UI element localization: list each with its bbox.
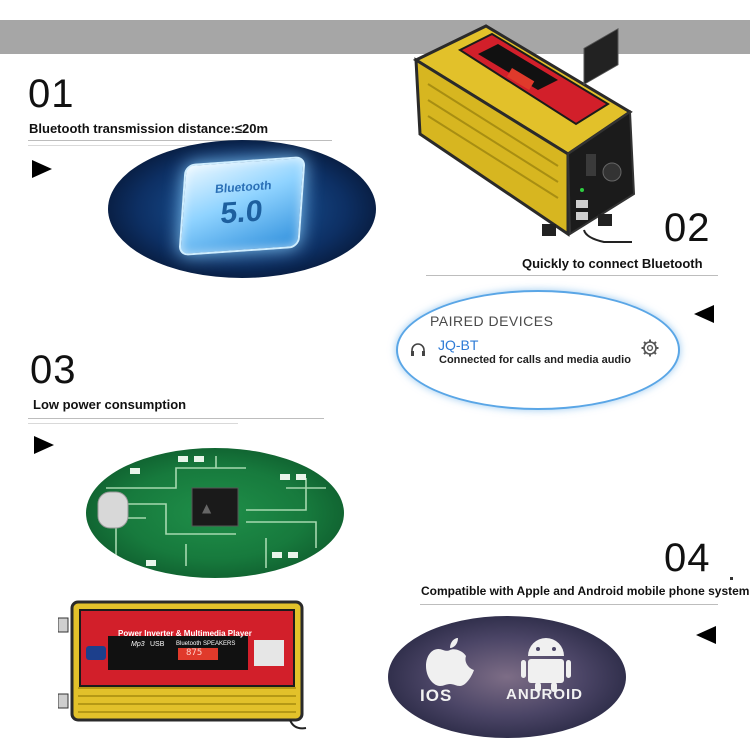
divider <box>426 275 718 276</box>
section-caption-01: Bluetooth transmission distance:≤20m <box>29 121 269 136</box>
section-caption-04: Compatible with Apple and Android mobile… <box>421 584 750 598</box>
arrow-left-icon <box>696 626 716 644</box>
divider <box>28 423 238 424</box>
inverter-product-image-top <box>408 24 638 264</box>
apple-android-logos <box>426 638 571 692</box>
arrow-right-icon <box>34 436 54 454</box>
android-label: ANDROID <box>506 686 583 703</box>
section-number-01: 01 <box>28 72 75 116</box>
section-number-03: 03 <box>30 348 77 392</box>
divider <box>28 418 324 419</box>
divider <box>28 140 332 141</box>
top-gray-band <box>0 20 750 54</box>
paired-devices-title: PAIRED DEVICES <box>430 313 554 329</box>
section-caption-02: Quickly to connect Bluetooth <box>522 256 703 271</box>
section-caption-03: Low power consumption <box>33 397 187 412</box>
device-usb-label: USB <box>150 641 165 648</box>
section-number-02: 02 <box>664 206 711 250</box>
speck <box>730 577 733 580</box>
paired-device-status: Connected for calls and media audio <box>439 354 631 366</box>
section-number-04: 04 <box>664 536 711 580</box>
device-front-title: Power Inverter & Multimedia Player <box>118 629 252 638</box>
device-bt-speakers-label: Bluetooth SPEAKERS <box>176 641 236 647</box>
bluetooth-chip-image: Bluetooth 5.0 <box>108 140 376 278</box>
svg-text:▲: ▲ <box>202 501 212 515</box>
paired-devices-panel <box>396 290 680 410</box>
bluetooth-version: 5.0 <box>219 194 264 231</box>
arrow-left-icon <box>694 305 714 323</box>
inverter-product-image-bottom: Power Inverter & Multimedia Player Mp3 U… <box>57 596 308 736</box>
ios-label: IOS <box>420 686 453 705</box>
circuit-board-image: ▲ <box>86 448 344 578</box>
divider <box>28 145 268 146</box>
mobile-os-image: IOS ANDROID <box>388 616 626 738</box>
bluetooth-chip: Bluetooth 5.0 <box>178 155 306 257</box>
device-mp3-label: Mp3 <box>131 641 145 648</box>
arrow-right-icon <box>32 160 52 178</box>
paired-device-name[interactable]: JQ-BT <box>438 337 479 353</box>
gear-icon[interactable] <box>640 338 660 358</box>
divider <box>420 604 718 605</box>
device-display-readout: 875 <box>186 648 203 658</box>
headphone-icon <box>411 343 425 356</box>
